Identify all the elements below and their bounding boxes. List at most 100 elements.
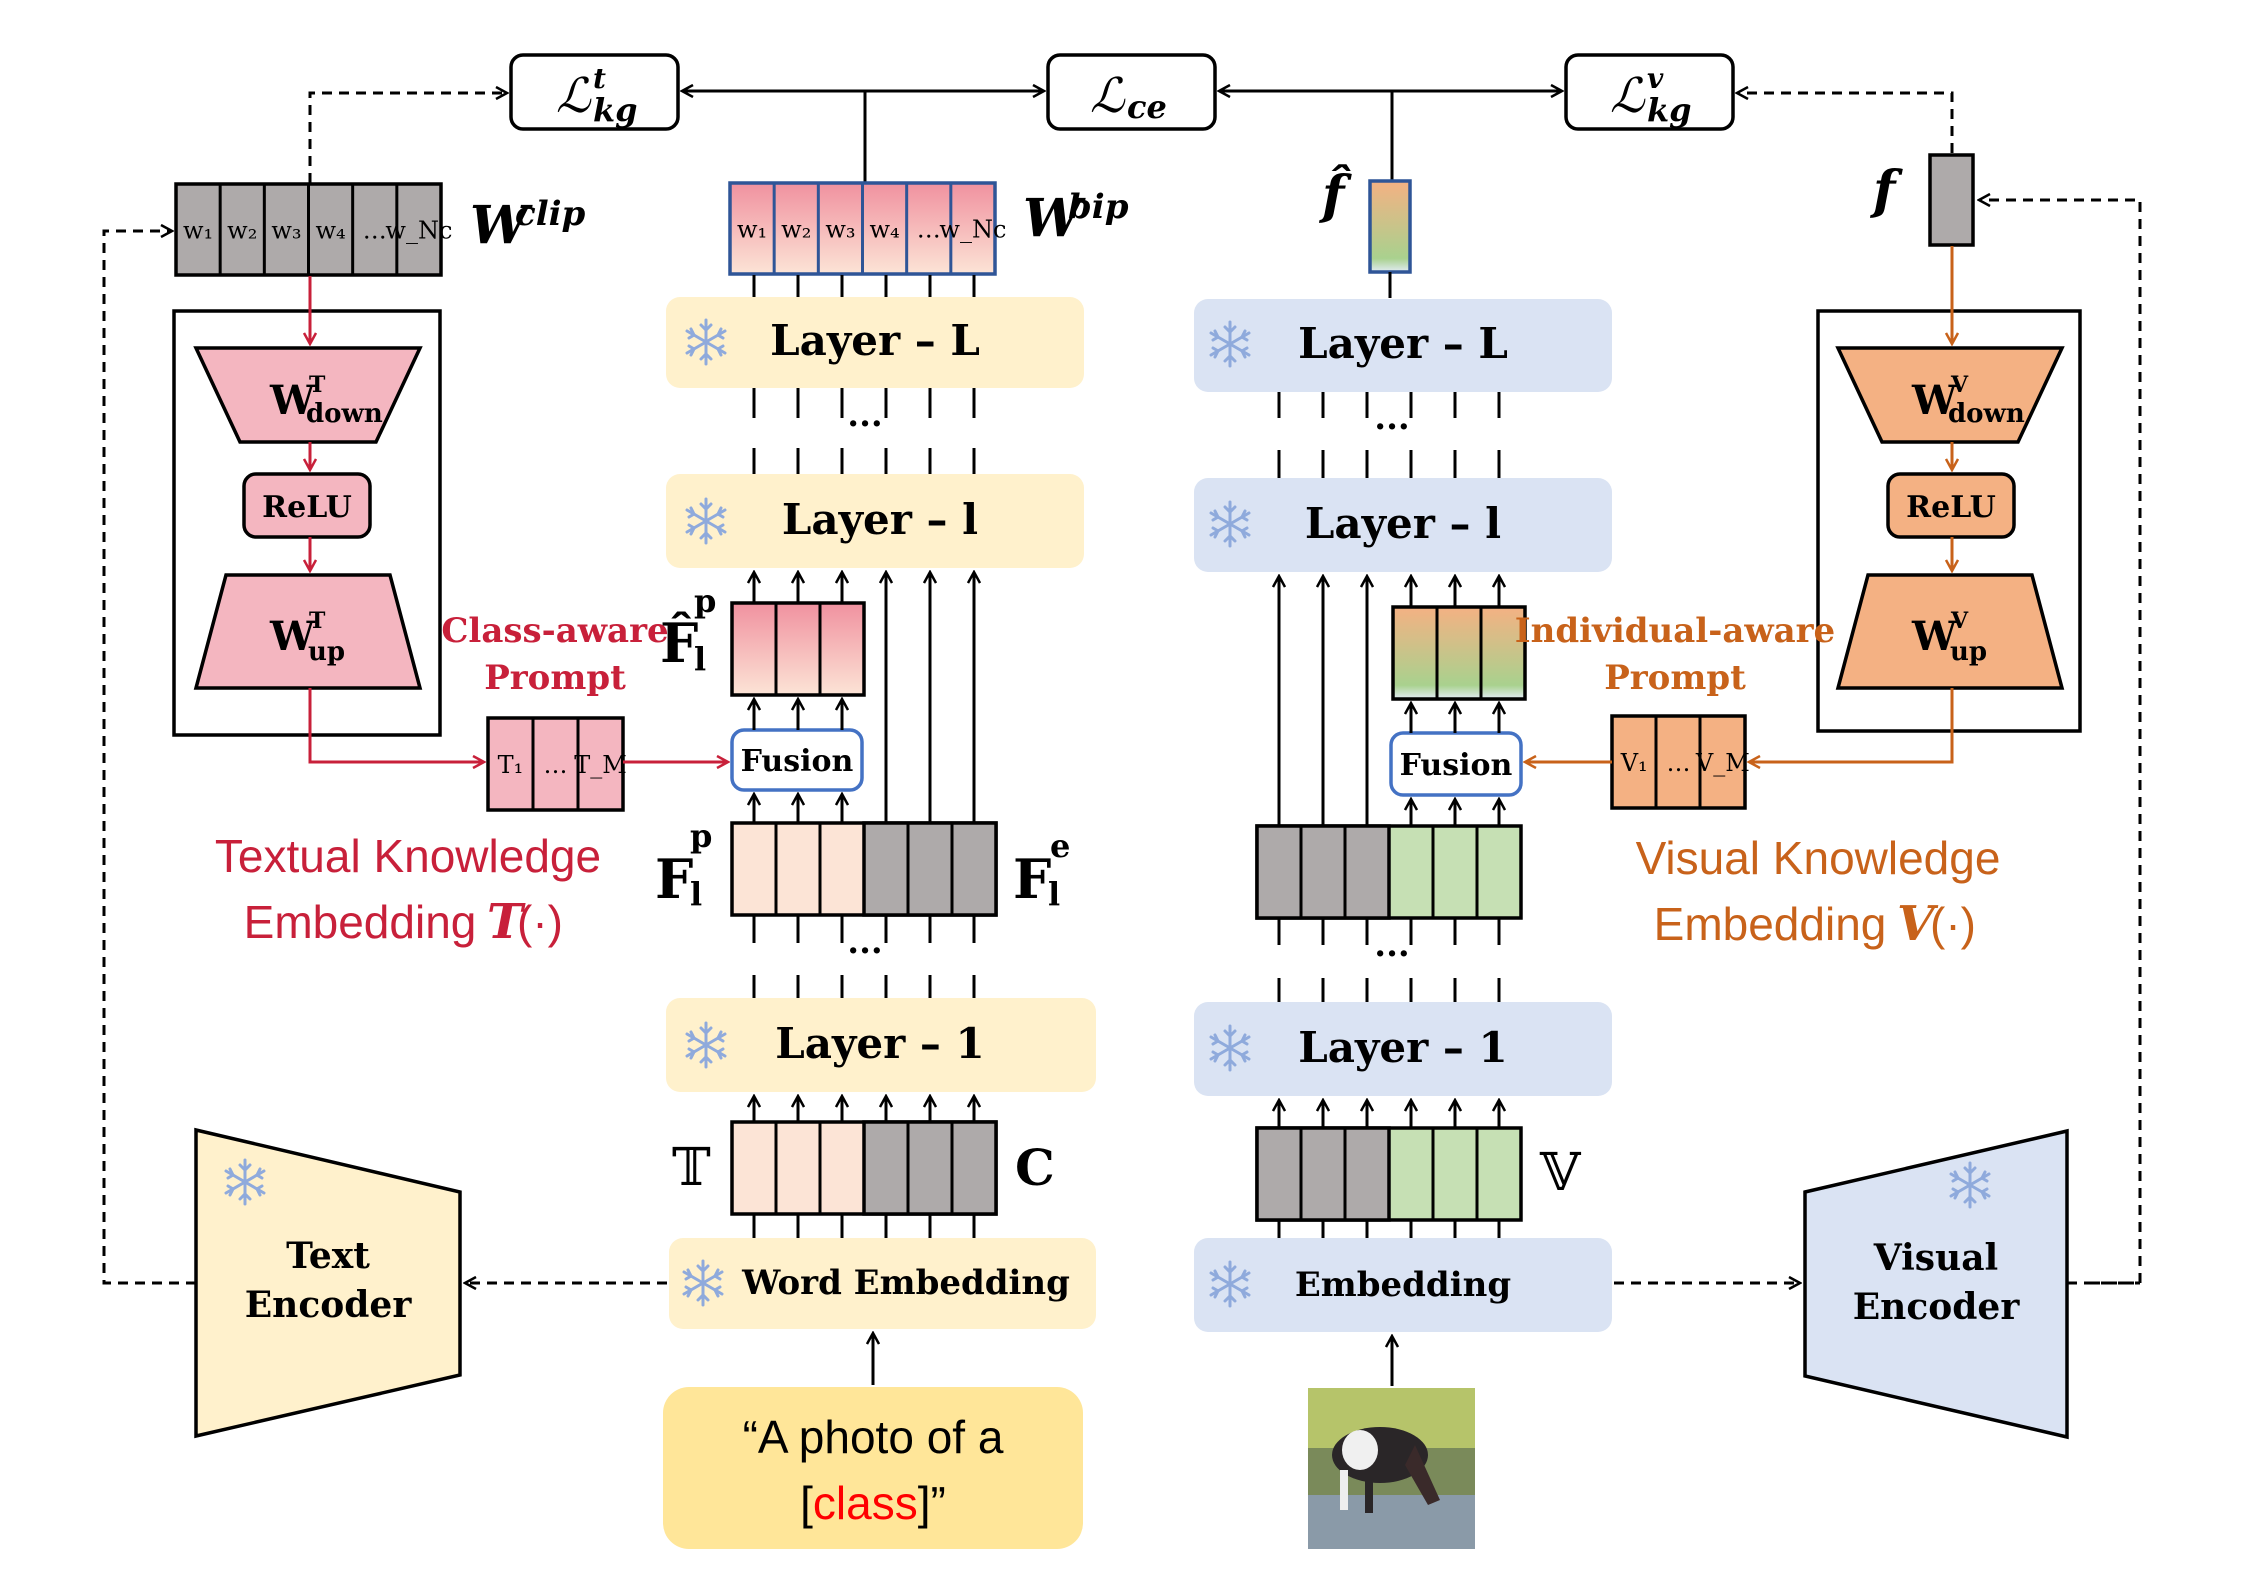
text-branch-connectors	[754, 275, 974, 1238]
vector-cell-label: T₁	[498, 751, 524, 779]
loss-sub: kg	[1647, 91, 1692, 129]
prompt-label: Class-aware	[441, 611, 668, 651]
text-layer-L: Layer – L	[666, 297, 1084, 388]
ellipsis: ···	[847, 931, 883, 971]
class-aware-prompt: Class-aware Prompt T₁…T_M	[441, 611, 728, 812]
func-symbol: T	[487, 894, 526, 950]
text-layer-1: Layer – 1	[666, 998, 1096, 1092]
embedding-label: Embedding	[1295, 1265, 1511, 1305]
vector-cell-label: …	[1667, 749, 1691, 777]
vector-cell-label: w_Nc	[385, 217, 452, 245]
loss-symbol: ℒ	[556, 68, 592, 124]
w-clip-label: W	[470, 195, 533, 256]
w-sub: down	[1948, 399, 2025, 429]
layer-label: Layer – 1	[1298, 1023, 1507, 1072]
input-image	[1308, 1336, 1475, 1549]
w-clip-sup: clip	[515, 194, 586, 234]
label-sub: l	[690, 875, 702, 913]
vector-cell-label: …	[363, 217, 387, 245]
loss-sub: kg	[593, 91, 638, 129]
w-down-text	[193, 346, 423, 444]
func-symbol: V	[1897, 896, 1939, 952]
visual-prompt-features	[1391, 605, 1527, 701]
title-line: Embedding	[244, 896, 477, 948]
layer-label: Layer – l	[782, 495, 978, 544]
func-arg: (·)	[1930, 898, 1976, 950]
prompt-label: Prompt	[1604, 658, 1746, 698]
visual-layer-l: Layer – l	[1194, 478, 1612, 572]
layer-label: Layer – 1	[775, 1019, 984, 1068]
word-embedding-label: Word Embedding	[741, 1263, 1070, 1303]
loss-visual-kg: ℒ v kg	[1564, 53, 1735, 131]
w-sup: T	[309, 372, 326, 398]
word-embedding: Word Embedding	[669, 1238, 1096, 1329]
visual-input-tokens: 𝕍	[1255, 1126, 1582, 1222]
encoder-label: Visual	[1873, 1237, 1998, 1279]
vector-cell-label: T_M	[574, 751, 627, 779]
ellipsis: ···	[1374, 934, 1410, 974]
w-sup: V	[1950, 372, 1969, 398]
w-base: W	[1911, 613, 1958, 660]
w-base: W	[1911, 377, 1958, 424]
vector-cell-label: w₃	[825, 216, 855, 244]
label-sup: e	[1050, 827, 1070, 865]
t-set-label: 𝕋	[672, 1138, 711, 1198]
f-hat-p-label: F̂	[660, 611, 698, 675]
visual-encoder: Visual Encoder	[1614, 1128, 2140, 1440]
f-hat-vector: f̂	[1318, 165, 1412, 298]
c-label: C	[1015, 1138, 1055, 1197]
label-sup: p	[694, 582, 716, 620]
ellipsis: ···	[847, 404, 883, 444]
f-label: f	[1869, 160, 1903, 221]
w-bip-label: W	[1023, 188, 1086, 249]
title-line: Textual Knowledge	[215, 830, 601, 882]
loss-ce: ℒ ce	[1046, 53, 1217, 131]
encoder-label: Text	[286, 1235, 370, 1277]
f-hat-label: f̂	[1318, 165, 1352, 226]
input-text-prompt: “A photo of a [class]”	[663, 1333, 1083, 1549]
label-sup: p	[690, 817, 712, 855]
v-set-label: 𝕍	[1539, 1143, 1582, 1203]
func-arg: (·)	[517, 896, 563, 948]
vector-cell-label: V₁	[1620, 749, 1648, 777]
prompt-text-line2: [class]”	[800, 1477, 946, 1529]
vector-cell-label: w₁	[183, 217, 213, 245]
w-bip-sup: bip	[1068, 187, 1129, 227]
f-vector: f	[1869, 153, 2142, 1285]
textual-knowledge-title: Textual Knowledge Embedding T (·)	[215, 830, 601, 950]
title-line: Visual Knowledge	[1636, 832, 2001, 884]
ellipsis: ···	[1374, 407, 1410, 447]
text-prompt-features: F̂ p l	[660, 582, 866, 697]
relu-text	[242, 472, 372, 539]
vector-cell-label: w₄	[315, 217, 345, 245]
prompt-label: Individual-aware	[1515, 611, 1835, 651]
w-sup: V	[1950, 608, 1969, 634]
loss-symbol: ℒ	[1090, 68, 1126, 124]
fusion-label: Fusion	[1400, 748, 1513, 783]
w-up-visual	[1835, 573, 2065, 690]
vector-cell-label: w_Nc	[939, 216, 1006, 244]
w-base: W	[269, 377, 316, 424]
textual-knowledge-module: W T down ReLU W T up	[172, 276, 484, 762]
w-base: W	[269, 613, 316, 660]
loss-connectors	[308, 91, 1954, 183]
loss-sup: v	[1647, 62, 1664, 95]
w-down-visual	[1835, 346, 2065, 444]
vector-cell-label: w₂	[227, 217, 257, 245]
visual-knowledge-module: W V down ReLU W V up	[1749, 246, 2082, 762]
w-clip-vector: w₁ w₂ w₃ w₄ …w_Nc W clip	[174, 182, 586, 277]
visual-embedding: Embedding	[1194, 1238, 1612, 1332]
w-sub: up	[308, 637, 345, 667]
loss-symbol: ℒ	[1610, 68, 1646, 124]
prompt-label: Prompt	[484, 658, 626, 698]
encoder-label: Encoder	[1853, 1286, 2021, 1328]
vector-cell-label: w₂	[781, 216, 811, 244]
text-layer-l: Layer – l	[666, 474, 1084, 568]
visual-branch-connectors	[1279, 392, 1499, 1238]
individual-aware-prompt: Individual-aware Prompt V₁…V_M	[1515, 611, 1835, 810]
prompt-text: “A photo of a	[743, 1411, 1004, 1463]
layer-label: Layer – l	[1305, 499, 1501, 548]
text-layer-features: F p l F e l	[655, 817, 1070, 917]
vector-cell-label: w₃	[271, 217, 301, 245]
